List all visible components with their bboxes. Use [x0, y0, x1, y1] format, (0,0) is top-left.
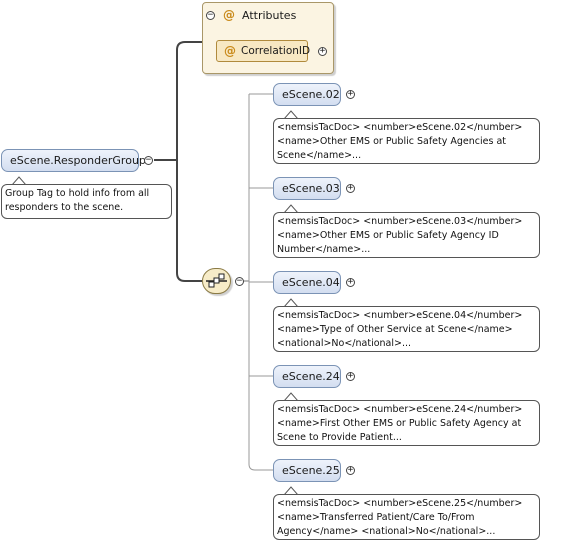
element-node-escene-03[interactable]: eScene.03 [273, 177, 341, 200]
callout-pointer [284, 486, 298, 495]
root-documentation: Group Tag to hold info from all responde… [1, 184, 172, 219]
element-node-escene-02[interactable]: eScene.02 [273, 83, 341, 106]
callout-pointer [12, 176, 26, 185]
element-node-escene-25[interactable]: eScene.25 [273, 459, 341, 482]
element-documentation: <nemsisTacDoc> <number>eScene.25</number… [273, 494, 540, 540]
attribute-label: CorrelationID [241, 45, 311, 57]
collapse-icon[interactable]: − [235, 276, 244, 286]
sequence-compositor[interactable] [202, 268, 231, 294]
expand-icon[interactable]: + [346, 89, 355, 99]
attribute-icon: @ [223, 8, 235, 22]
attributes-group[interactable]: − @ Attributes @ CorrelationID + [202, 2, 334, 74]
callout-pointer [284, 204, 298, 213]
expand-icon[interactable]: + [346, 465, 355, 475]
element-node-escene-24[interactable]: eScene.24 [273, 365, 341, 388]
collapse-icon[interactable]: − [206, 10, 215, 20]
collapse-icon[interactable]: − [144, 155, 153, 165]
root-element-node[interactable]: eScene.ResponderGroup [1, 149, 146, 172]
callout-pointer [284, 110, 298, 119]
element-documentation: <nemsisTacDoc> <number>eScene.24</number… [273, 400, 540, 446]
expand-icon[interactable]: + [346, 277, 355, 287]
element-documentation: <nemsisTacDoc> <number>eScene.02</number… [273, 118, 540, 164]
expand-icon[interactable]: + [318, 46, 327, 56]
expand-icon[interactable]: + [346, 183, 355, 193]
callout-pointer [284, 298, 298, 307]
expand-icon[interactable]: + [346, 371, 355, 381]
attribute-icon: @ [224, 44, 236, 58]
attribute-correlationid[interactable]: @ CorrelationID [216, 40, 311, 62]
attributes-title: Attributes [242, 9, 297, 22]
callout-pointer [284, 392, 298, 401]
element-documentation: <nemsisTacDoc> <number>eScene.04</number… [273, 306, 540, 352]
element-documentation: <nemsisTacDoc> <number>eScene.03</number… [273, 212, 540, 258]
sequence-compositor-icon [206, 273, 227, 288]
element-node-escene-04[interactable]: eScene.04 [273, 271, 341, 294]
